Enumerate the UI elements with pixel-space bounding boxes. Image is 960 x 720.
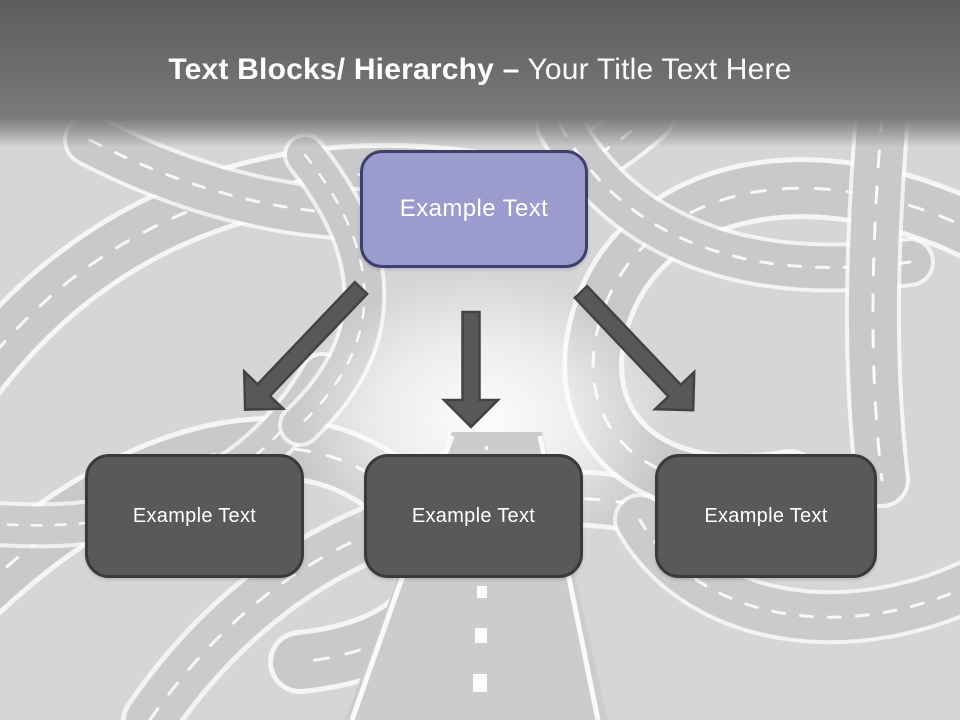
hierarchy-root-label: Example Text [399,195,549,222]
hierarchy-child-label-2: Example Text [411,504,536,527]
slide-title-regular: Your Title Text Here [527,53,792,86]
hierarchy-child-box-2[interactable]: Example Text [364,454,583,578]
hierarchy-child-box-3[interactable]: Example Text [655,454,877,578]
hierarchy-child-label-1: Example Text [132,504,257,527]
slide-title: Text Blocks/ Hierarchy – Your Title Text… [0,52,960,88]
hierarchy-root-box[interactable]: Example Text [360,150,588,268]
hierarchy-child-label-3: Example Text [704,504,828,527]
slide-header-band [0,0,960,150]
slide-title-bold: Text Blocks/ Hierarchy – [168,53,520,86]
hierarchy-child-box-1[interactable]: Example Text [85,454,304,578]
